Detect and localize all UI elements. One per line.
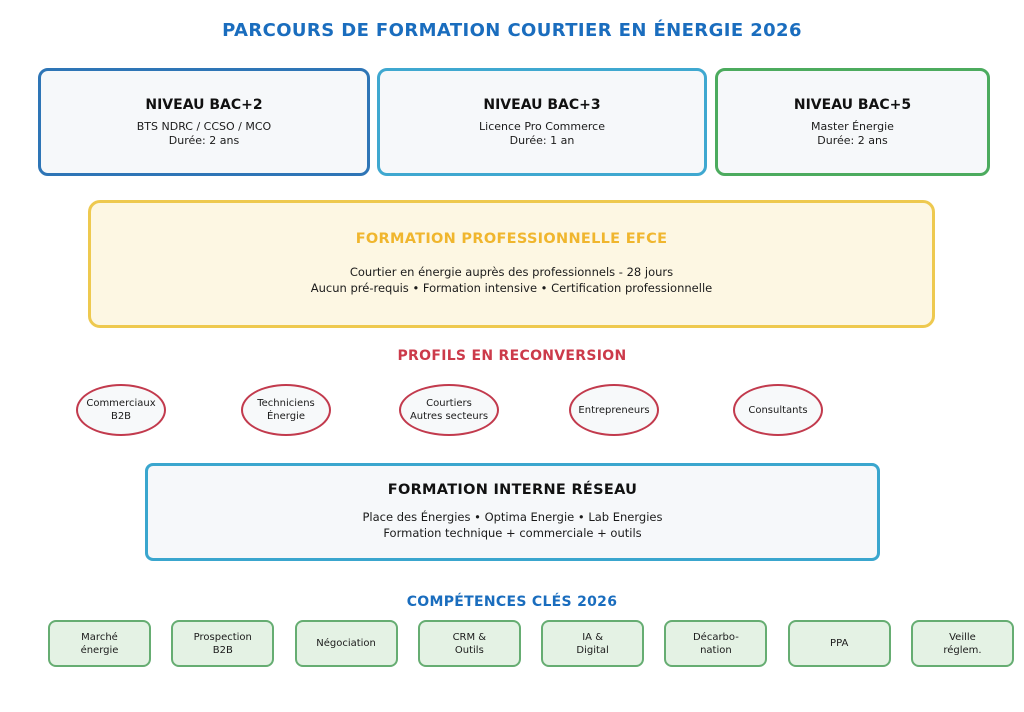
competences-heading: COMPÉTENCES CLÉS 2026 — [406, 594, 618, 610]
competence-label: Négociation — [316, 638, 376, 649]
competence-box-ppa: PPA — [787, 620, 891, 667]
page-title: PARCOURS DE FORMATION COURTIER EN ÉNERGI… — [222, 20, 802, 41]
level-duration: Durée: 1 an — [509, 133, 575, 147]
level-box-bac2: NIVEAU BAC+2 BTS NDRC / CCSO / MCO Durée… — [38, 68, 370, 176]
profil-label: Autres secteurs — [409, 411, 489, 422]
profil-label: Consultants — [748, 404, 808, 416]
profil-label: Techniciens — [257, 398, 315, 409]
profil-ellipse-entrepreneurs: Entrepreneurs — [569, 384, 659, 436]
level-duration: Durée: 2 ans — [817, 133, 888, 147]
competence-label: Outils — [454, 644, 484, 656]
profil-ellipse-techniciens-energie: Techniciens Énergie — [241, 384, 331, 436]
level-duration: Durée: 2 ans — [168, 133, 240, 147]
level-title: NIVEAU BAC+5 — [793, 96, 912, 113]
competence-label: Marché — [81, 631, 118, 643]
profil-label: Énergie — [266, 411, 306, 422]
level-title: NIVEAU BAC+2 — [145, 96, 263, 113]
profil-label: Entrepreneurs — [578, 404, 650, 416]
formation-efce-detail-1: Courtier en énergie auprès des professio… — [349, 265, 674, 280]
formation-efce-box: FORMATION PROFESSIONNELLE EFCE Courtier … — [88, 200, 935, 328]
profil-label: Courtiers — [426, 398, 472, 409]
formation-interne-detail-1: Place des Énergies • Optima Energie • La… — [362, 510, 663, 525]
competence-label: PPA — [830, 638, 849, 649]
profil-label: Commerciaux — [86, 398, 156, 409]
formation-interne-detail-2: Formation technique + commerciale + outi… — [383, 526, 642, 540]
competence-box-decarbonation: Décarbo- nation — [664, 620, 768, 667]
formation-interne-title: FORMATION INTERNE RÉSEAU — [387, 482, 638, 499]
formation-efce-detail-2: Aucun pré-requis • Formation intensive •… — [310, 281, 713, 295]
competence-label: CRM & — [452, 631, 487, 643]
competence-box-marche-energie: Marché énergie — [48, 620, 151, 667]
level-diploma: BTS NDRC / CCSO / MCO — [136, 119, 272, 133]
profil-ellipse-consultants: Consultants — [733, 384, 823, 436]
level-diploma: Master Énergie — [811, 119, 894, 133]
level-title: NIVEAU BAC+3 — [483, 96, 601, 113]
competence-box-negociation: Négociation — [294, 620, 398, 667]
competence-label: Digital — [576, 644, 609, 656]
profils-heading: PROFILS EN RECONVERSION — [397, 348, 627, 364]
competence-label: IA & — [582, 631, 604, 643]
competence-box-crm-outils: CRM & Outils — [417, 620, 521, 667]
profil-ellipse-commerciaux-b2b: Commerciaux B2B — [76, 384, 166, 436]
competence-label: énergie — [80, 644, 119, 656]
competence-box-ia-digital: IA & Digital — [541, 620, 645, 667]
competence-label: nation — [700, 644, 732, 656]
competence-label: B2B — [212, 644, 233, 656]
competences-row: Marché énergie Prospection B2B Négociati… — [48, 620, 1014, 667]
profil-ellipse-courtiers-autres-secteurs: Courtiers Autres secteurs — [399, 384, 499, 436]
competence-label: réglem. — [943, 644, 982, 656]
level-diploma: Licence Pro Commerce — [479, 119, 605, 133]
level-box-bac3: NIVEAU BAC+3 Licence Pro Commerce Durée:… — [377, 68, 707, 176]
competence-label: Décarbo- — [692, 631, 739, 643]
formation-interne-box: FORMATION INTERNE RÉSEAU Place des Énerg… — [145, 463, 880, 561]
formation-efce-title: FORMATION PROFESSIONNELLE EFCE — [355, 231, 668, 248]
competence-label: Prospection — [193, 631, 252, 643]
competence-box-prospection-b2b: Prospection B2B — [171, 620, 275, 667]
competence-label: Veille — [949, 631, 976, 643]
profil-label: B2B — [110, 411, 132, 422]
competence-box-veille-reglementaire: Veille réglem. — [910, 620, 1014, 667]
level-box-bac5: NIVEAU BAC+5 Master Énergie Durée: 2 ans — [715, 68, 990, 176]
